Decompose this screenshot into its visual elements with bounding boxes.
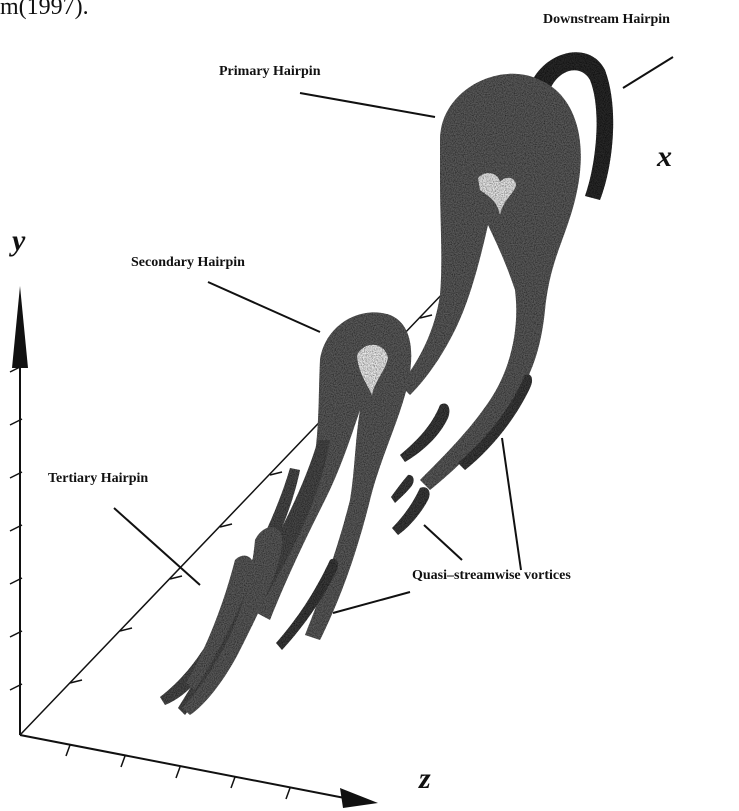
z-axis-ticks <box>66 745 290 799</box>
quasi-vortex-4 <box>391 475 414 503</box>
label-secondary-hairpin: Secondary Hairpin <box>131 255 245 271</box>
leader-tertiary <box>114 508 200 585</box>
z-axis-line <box>20 735 355 800</box>
label-quasi-streamwise: Quasi–streamwise vortices <box>412 568 571 584</box>
leader-downstream <box>623 57 673 88</box>
vortex-structures <box>160 52 613 715</box>
primary-hairpin-shape <box>400 74 581 490</box>
leader-quasi-3 <box>333 592 410 613</box>
x-axis-label: x <box>657 140 672 174</box>
z-axis-arrow <box>340 788 378 808</box>
leader-secondary <box>208 282 320 332</box>
leader-quasi-1 <box>502 438 521 570</box>
y-axis-arrow <box>12 286 28 368</box>
label-tertiary-hairpin: Tertiary Hairpin <box>48 471 148 487</box>
leader-quasi-2 <box>424 525 462 560</box>
label-downstream-hairpin: Downstream Hairpin <box>543 12 670 28</box>
y-axis-label: y <box>12 224 25 258</box>
z-axis-label: z <box>419 762 431 796</box>
leader-primary <box>300 93 435 117</box>
secondary-hairpin-shape <box>255 312 411 640</box>
quasi-vortex-2 <box>400 403 449 462</box>
label-primary-hairpin: Primary Hairpin <box>219 64 321 80</box>
